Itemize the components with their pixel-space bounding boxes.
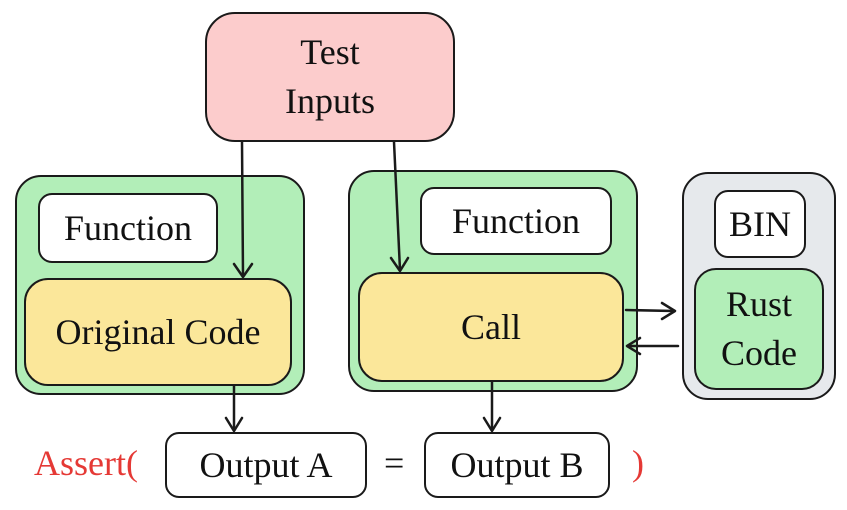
assert-prefix: Assert( [34,443,138,483]
test-inputs-box: Test Inputs [205,12,455,142]
middle-function-label: Function [451,200,580,241]
arrow-call-to-rust [624,301,677,321]
rust-code-line2: Code [721,333,797,373]
original-code-box: Original Code [24,278,292,386]
bin-label: BIN [729,203,791,244]
rust-code-box: Rust Code [694,268,824,390]
equals-sign: = [384,443,405,483]
rust-code-line1: Rust [725,284,793,325]
call-box: Call [358,272,624,382]
rust-code-label: Rust Code [696,270,822,388]
original-code-label: Original Code [55,311,261,352]
test-inputs-line2: Inputs [285,81,375,121]
bin-label-box: BIN [714,190,806,258]
arrow-inputs-to-call [389,140,410,273]
left-function-box: Function [38,193,218,263]
test-inputs-line1: Test [300,32,360,73]
arrow-inputs-to-original-code [232,140,254,279]
output-b-box: Output B [424,432,610,498]
assert-suffix: ) [632,443,644,483]
left-function-label: Function [63,207,192,248]
arrow-call-to-output-b [482,380,502,433]
arrow-rust-to-call [625,336,680,356]
test-inputs-label: Test Inputs [207,14,453,140]
output-a-box: Output A [165,432,367,498]
middle-function-box: Function [420,187,612,255]
call-label: Call [461,306,521,347]
arrow-original-code-to-output-a [224,384,244,433]
output-b-label: Output B [450,444,584,485]
output-a-label: Output A [199,444,333,485]
